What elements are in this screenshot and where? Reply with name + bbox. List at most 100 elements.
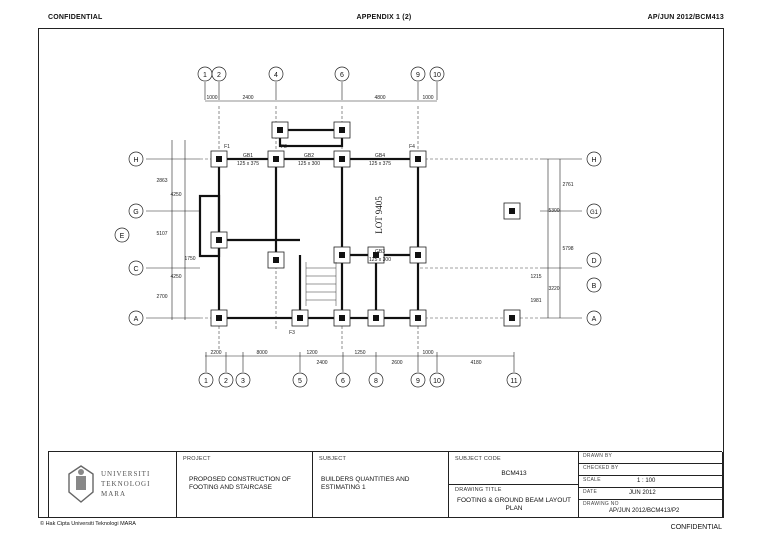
beam-gb4-size: 125 x 375	[369, 161, 391, 167]
scale-value: 1 : 100	[637, 478, 656, 484]
dim-bottom-7: 1000	[422, 350, 433, 356]
grid-left-e: E	[120, 233, 125, 240]
logo-line-2: TEKNOLOGI	[101, 480, 151, 488]
footing-f2-label: F2	[281, 144, 287, 150]
footing-plan-drawing: 1 2 4 6 9 10 1 2 3 5 6 8 9 10 11 H G E C…	[114, 66, 602, 388]
lot-label: LOT 9405	[374, 196, 384, 234]
grid-left-h: H	[133, 157, 138, 164]
beam-gb3-size: 125 x 300	[369, 257, 391, 263]
grid-top-6: 6	[340, 72, 344, 79]
grid-bottom-3: 3	[241, 378, 245, 385]
dim-right-3: 5798	[562, 246, 573, 252]
dim-bottom-1: 2200	[210, 350, 221, 356]
dim-left-1: 2863	[156, 178, 167, 184]
grid-top-9: 9	[416, 72, 420, 79]
subject-value: BUILDERS QUANTITIES AND ESTIMATING 1	[321, 476, 410, 491]
date-caption: DATE	[583, 489, 598, 495]
header-appendix: APPENDIX 1 (2)	[356, 14, 412, 21]
dim-bottom-8: 4180	[470, 360, 481, 366]
grid-right-h: H	[591, 157, 596, 164]
grid-right-a: A	[592, 316, 597, 323]
title-block: UNIVERSITI TEKNOLOGI MARA PROJECT PROPOS…	[48, 451, 723, 518]
grid-bottom-2: 2	[224, 378, 228, 385]
dim-top-1: 1000	[206, 95, 217, 101]
dim-top-4: 1000	[422, 95, 433, 101]
dim-left-2: 4250	[170, 192, 181, 198]
dim-top-3: 4800	[374, 95, 385, 101]
dim-left-6: 2700	[156, 294, 167, 300]
dim-left-3: 5107	[156, 231, 167, 237]
project-value: PROPOSED CONSTRUCTION OF FOOTING AND STA…	[189, 476, 291, 491]
grid-top-10: 10	[433, 72, 441, 79]
scale-caption: SCALE	[583, 477, 601, 483]
scale-row: SCALE 1 : 100	[579, 476, 723, 488]
subject-cell: SUBJECT BUILDERS QUANTITIES AND ESTIMATI…	[313, 452, 449, 518]
project-cell: PROJECT PROPOSED CONSTRUCTION OF FOOTING…	[177, 452, 313, 518]
checked-by-caption: CHECKED BY	[583, 465, 619, 471]
dim-bottom-6: 2600	[391, 360, 402, 366]
grid-right-d: D	[591, 258, 596, 265]
date-value: JUN 2012	[629, 490, 656, 496]
title-block-logo-cell: UNIVERSITI TEKNOLOGI MARA	[49, 452, 177, 518]
drawing-no-row: DRAWING NO AP/JUN 2012/BCM413/P2	[579, 500, 723, 518]
grid-bottom-6: 6	[341, 378, 345, 385]
date-row: DATE JUN 2012	[579, 488, 723, 500]
header-confidential-left: CONFIDENTIAL	[48, 14, 103, 21]
drawing-title-value: FOOTING & GROUND BEAM LAYOUT PLAN	[456, 497, 571, 512]
dim-bottom-4: 2400	[316, 360, 327, 366]
grid-bottom-10: 10	[433, 378, 441, 385]
code-and-title-cell: SUBJECT CODE BCM413 DRAWING TITLE FOOTIN…	[449, 452, 579, 518]
drawing-no-value: AP/JUN 2012/BCM413/P2	[609, 508, 680, 514]
uitm-crest-icon	[68, 465, 94, 503]
beam-gb2-label: GB2	[304, 153, 314, 159]
grid-top-4: 4	[274, 72, 278, 79]
dim-right-4: 3220	[548, 286, 559, 292]
beam-gb4-label: GB4	[375, 153, 385, 159]
beam-gb2-size: 125 x 300	[298, 161, 320, 167]
grid-bottom-9: 9	[416, 378, 420, 385]
beam-gb3-label: GB3	[375, 249, 385, 255]
footing-f3-label: F3	[289, 330, 295, 336]
logo-line-1: UNIVERSITI	[101, 470, 151, 478]
dim-bottom-5: 1250	[354, 350, 365, 356]
grid-right-g1: G1	[590, 210, 599, 216]
university-logo: UNIVERSITI TEKNOLOGI MARA	[67, 464, 177, 508]
grid-top-1: 1	[203, 72, 207, 79]
copyright-footer: © Hak Cipta Universiti Teknologi MARA	[40, 521, 136, 527]
drawing-info-cell: DRAWN BY CHECKED BY SCALE 1 : 100 DATE J…	[579, 452, 723, 518]
grid-top-2: 2	[217, 72, 221, 79]
dim-bottom-3: 1200	[306, 350, 317, 356]
dim-left-5: 4250	[170, 274, 181, 280]
project-caption: PROJECT	[183, 456, 211, 462]
checked-by-row: CHECKED BY	[579, 464, 723, 476]
footer-confidential: CONFIDENTIAL	[670, 524, 722, 531]
drawing-sheet	[38, 28, 724, 518]
grid-right-b: B	[592, 283, 597, 290]
grid-bottom-8: 8	[374, 378, 378, 385]
grid-bottom-11: 11	[510, 378, 517, 385]
subject-code-value: BCM413	[501, 470, 527, 477]
subject-code-caption: SUBJECT CODE	[455, 456, 501, 462]
grid-bottom-1: 1	[204, 378, 208, 385]
grid-left-c: C	[133, 266, 138, 273]
drawn-by-caption: DRAWN BY	[583, 453, 613, 459]
footing-f1-label: F1	[224, 144, 230, 150]
dim-right-6: 1981	[530, 298, 541, 304]
grid-bottom-5: 5	[298, 378, 302, 385]
dim-right-5: 1215	[530, 274, 541, 280]
drawing-title-caption: DRAWING TITLE	[455, 487, 502, 493]
grid-left-g: G	[133, 209, 138, 216]
header-paper-code: AP/JUN 2012/BCM413	[647, 14, 724, 21]
drawn-by-row: DRAWN BY	[579, 452, 723, 464]
grid-left-a: A	[134, 316, 139, 323]
dim-right-1: 2761	[562, 182, 573, 188]
beam-gb1-size: 125 x 375	[237, 161, 259, 167]
subject-caption: SUBJECT	[319, 456, 347, 462]
dim-left-4: 1750	[184, 256, 195, 262]
drawing-no-caption: DRAWING NO	[583, 501, 619, 507]
dim-top-2: 2400	[242, 95, 253, 101]
footing-f4-label: F4	[409, 144, 415, 150]
beam-gb1-label: GB1	[243, 153, 253, 159]
logo-line-3: MARA	[101, 490, 127, 498]
dim-bottom-2: 8000	[256, 350, 267, 356]
